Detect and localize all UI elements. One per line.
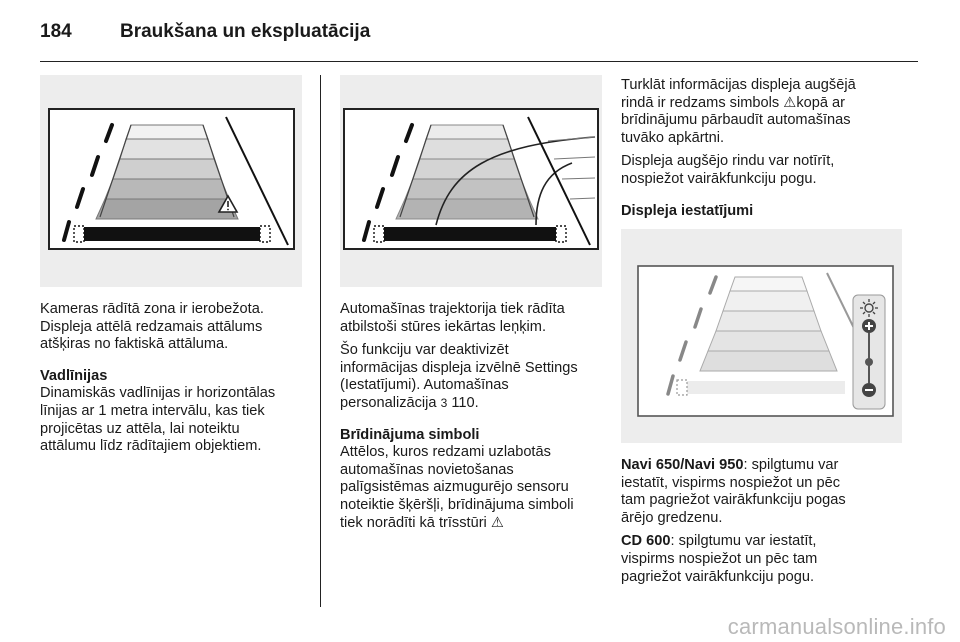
text-line: palīgsistēmas aizmugurējo sensoru (340, 479, 569, 496)
text-line: informācijas displeja izvēlnē Settings (340, 359, 578, 376)
text-line: attālumu līdz rādītajiem objektiem. (40, 438, 262, 455)
text-line: Automašīnas trajektorija tiek rādīta (340, 301, 565, 317)
trajectory-view-figure (340, 75, 602, 287)
text-line: ārējo gredzenu. (621, 509, 723, 526)
warning-triangle-icon: ⚠ (490, 514, 504, 531)
section-heading: Displeja iestatījumi (621, 202, 754, 219)
display-settings-figure (621, 229, 902, 443)
column-3-text-top: Turklāt informācijas displeja augšējā ri… (621, 77, 911, 220)
model-label: CD 600 (621, 533, 671, 550)
camera-view-figure (40, 75, 302, 287)
text-line: automašīnas novietošanas (340, 461, 514, 478)
text-line: vispirms nospiežot un pēc tam (621, 550, 818, 567)
column-3-text-bottom: Navi 650/Navi 950: spilgtumu var iestatī… (621, 457, 911, 586)
text-line: Turklāt informācijas displeja augšējā (621, 77, 856, 93)
text-line: (Iestatījumi). Automašīnas (340, 377, 509, 394)
text-fragment: tiek norādīti kā trīsstūri (340, 514, 487, 531)
page-ref[interactable]: 110. (451, 394, 479, 411)
section-heading: Brīdinājuma simboli (340, 426, 480, 443)
column-divider (320, 75, 321, 607)
section-heading: Vadlīnijas (40, 367, 108, 384)
text-line: Navi 650/Navi 950: spilgtumu var (621, 457, 911, 475)
text-line: Attēlos, kuros redzami uzlabotās (340, 444, 551, 461)
model-label: Navi 650/Navi 950 (621, 457, 744, 473)
text-line: Dinamiskās vadlīnijas ir horizontālas (40, 385, 276, 402)
text-line: CD 600: spilgtumu var iestatīt, (621, 533, 911, 551)
text-line: iestatīt, vispirms nospiežot un pēc (621, 474, 841, 491)
text-fragment: kopā ar (796, 94, 845, 111)
page-header: 184 Braukšana un ekspluatācija (40, 14, 918, 58)
text-line: līnijas ar 1 metra intervālu, kas tiek (40, 402, 265, 419)
text-line: projicētas uz attēla, lai noteiktu (40, 420, 240, 437)
text-line: rindā ir redzams simbols ⚠kopā ar (621, 95, 911, 113)
text-line: tiek norādīti kā trīsstūri ⚠ (340, 515, 610, 533)
text-fragment: rindā ir redzams simbols (621, 94, 780, 111)
text-line: Displeja augšējo rindu var notīrīt, (621, 153, 835, 170)
text-line: nospiežot vairākfunkciju pogu. (621, 170, 817, 187)
watermark: carmanualsonline.info (727, 614, 946, 639)
text-line: Kameras rādītā zona ir ierobežota. (40, 301, 264, 317)
text-line: Displeja attēlā redzamais attālums (40, 318, 263, 335)
text-fragment: : spilgtumu var iestatīt, (670, 533, 817, 550)
text-line: tam pagriežot vairākfunkciju pogas (621, 492, 846, 509)
page-ref-icon: 3 (440, 395, 448, 410)
text-line: atšķiras no faktiskā attāluma. (40, 336, 229, 353)
column-1-text: Kameras rādītā zona ir ierobežota. Displ… (40, 301, 310, 456)
text-fragment: : spilgtumu var (743, 457, 839, 473)
text-line: Šo funkciju var deaktivizēt (340, 342, 509, 359)
column-2-text: Automašīnas trajektorija tiek rādīta atb… (340, 301, 610, 532)
warning-triangle-icon: ⚠ (783, 94, 797, 111)
text-line: personalizācija 3 110. (340, 395, 610, 413)
text-line: noteiktie šķēršļi, brīdinājuma simboli (340, 496, 574, 513)
page-number: 184 (40, 21, 72, 42)
text-fragment: personalizācija (340, 394, 437, 411)
page-title: Braukšana un ekspluatācija (120, 21, 371, 42)
text-line: tuvāko apkārtni. (621, 129, 725, 146)
header-rule (40, 61, 918, 62)
text-line: brīdinājumu pārbaudīt automašīnas (621, 112, 851, 129)
text-line: atbilstoši stūres iekārtas leņķim. (340, 318, 547, 335)
text-line: pagriežot vairākfunkciju pogu. (621, 568, 815, 585)
